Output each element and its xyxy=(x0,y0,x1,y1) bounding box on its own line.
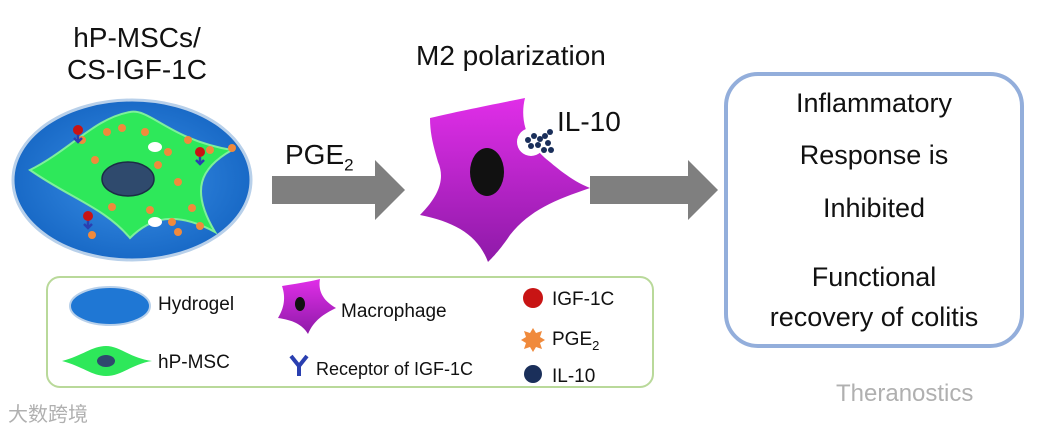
legend-pge-label: PGE2 xyxy=(552,329,599,353)
result-line3: Inhibited xyxy=(822,193,926,223)
legend-macrophage-label: Macrophage xyxy=(341,301,447,322)
pge-subscript: 2 xyxy=(344,155,354,175)
legend-il10-label: IL-10 xyxy=(552,366,596,387)
result-line1: Inflammatory xyxy=(795,88,953,118)
igf-receptor-complexes xyxy=(73,125,205,230)
macrophage-illustration xyxy=(420,98,590,262)
macrophage-nucleus xyxy=(470,148,504,196)
arrow-pge2 xyxy=(272,160,405,220)
msc-nucleus xyxy=(101,161,155,197)
watermark-left: 大数跨境 xyxy=(8,404,88,426)
legend-hydrogel-label: Hydrogel xyxy=(158,294,235,315)
construct-title: hP-MSCs/ CS-IGF-1C xyxy=(22,22,252,86)
legend-igf-icon xyxy=(523,288,543,308)
legend-macrophage-icon xyxy=(278,279,336,334)
il10-label: IL-10 xyxy=(557,106,621,137)
il10-particles xyxy=(525,129,554,153)
result-panel xyxy=(724,72,1024,348)
result-line5: recovery of colitis xyxy=(769,302,979,332)
legend-receptor-label: Receptor of IGF-1C xyxy=(316,359,474,379)
legend-il10-icon xyxy=(524,365,542,383)
watermark-right: Theranostics xyxy=(836,380,974,407)
legend-pge-subscript: 2 xyxy=(592,337,600,353)
arrow-to-result xyxy=(590,160,718,220)
construct-title-line1: hP-MSCs/ xyxy=(73,22,201,53)
legend-pge-icon xyxy=(521,328,545,352)
hydrogel-cell-illustration xyxy=(11,98,253,262)
arrow-label-pge2: PGE2 xyxy=(285,139,354,176)
legend-igf-label: IGF-1C xyxy=(552,289,615,310)
result-line2: Response is xyxy=(799,140,949,170)
legend-icons xyxy=(62,279,545,383)
pge-text: PGE xyxy=(285,139,345,170)
legend-receptor-icon xyxy=(289,354,309,376)
legend-hpmsc-label: hP-MSC xyxy=(158,352,230,373)
vesicles xyxy=(148,142,162,227)
m2-polarization-title: M2 polarization xyxy=(416,40,606,71)
construct-title-line2: CS-IGF-1C xyxy=(67,54,207,85)
result-line4: Functional xyxy=(811,262,937,292)
legend-hydrogel-icon xyxy=(69,286,151,326)
macrophage-body xyxy=(420,98,590,262)
legend-panel xyxy=(46,276,654,388)
legend-pge-text: PGE xyxy=(552,329,593,350)
pge2-particles xyxy=(78,124,236,239)
